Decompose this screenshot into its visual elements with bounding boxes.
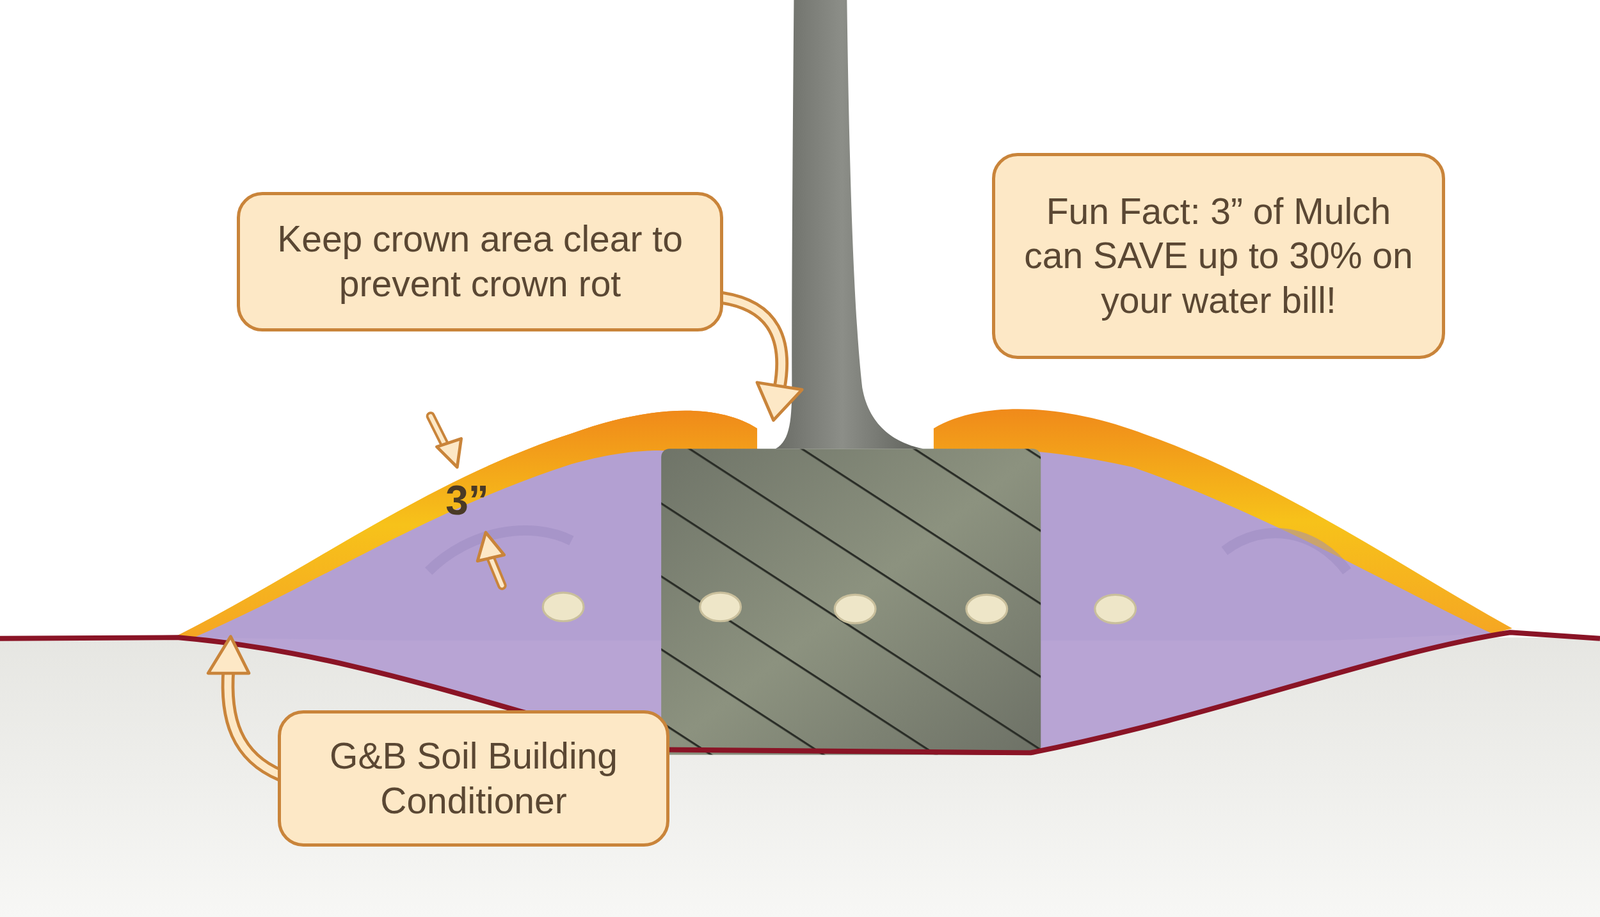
product-callout: G&B Soil Building Conditioner — [277, 710, 670, 847]
callout-text: G&B Soil Building Conditioner — [302, 734, 645, 824]
callout-text: Keep crown area clear to prevent crown r… — [261, 216, 699, 306]
fact-callout: Fun Fact: 3” of Mulch can SAVE up to 30%… — [992, 152, 1446, 360]
note-callout: Keep crown area clear to prevent crown r… — [236, 192, 724, 332]
depth-dimension: 3” — [445, 480, 489, 521]
callout-text: Fun Fact: 3” of Mulch can SAVE up to 30%… — [1016, 189, 1421, 324]
